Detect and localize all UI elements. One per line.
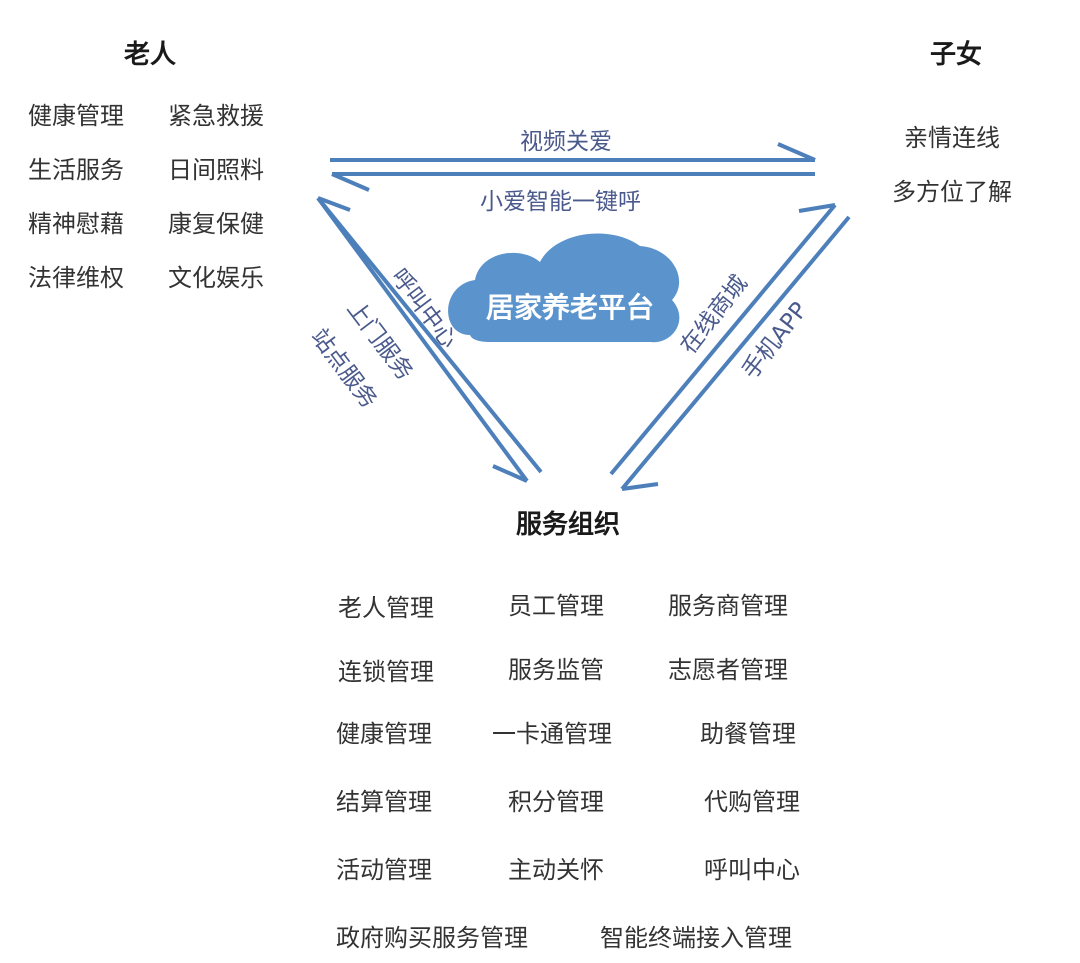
top-arrow-left (331, 172, 815, 192)
elderly-item: 精神慰藉 (28, 210, 124, 238)
elderly-item: 生活服务 (28, 156, 124, 184)
service-org-item: 代购管理 (704, 788, 800, 816)
elderly-item: 康复保健 (168, 210, 264, 238)
service-org-item: 老人管理 (338, 594, 434, 622)
elderly-item: 法律维权 (28, 264, 124, 292)
node-title-elderly: 老人 (124, 40, 177, 70)
cloud-shape (448, 233, 680, 343)
service-org-item: 一卡通管理 (492, 720, 612, 748)
service-org-item: 志愿者管理 (668, 656, 788, 684)
node-title-children: 子女 (930, 40, 983, 70)
edge-label-one-key-call: 小爱智能一键呼 (480, 189, 641, 215)
service-org-item: 结算管理 (336, 788, 432, 816)
children-item: 亲情连线 (904, 124, 1000, 152)
elderly-item: 紧急救援 (168, 102, 264, 130)
right-arrow-up (609, 203, 837, 476)
right-arrow-down (620, 215, 851, 491)
edge-label-video-care: 视频关爱 (520, 129, 612, 155)
left-arrow-up (316, 196, 543, 474)
service-org-item: 政府购买服务管理 (336, 924, 528, 952)
service-org-item: 服务监管 (508, 656, 604, 684)
service-org-item: 活动管理 (336, 856, 432, 884)
service-org-item: 服务商管理 (668, 592, 788, 620)
elderly-item: 日间照料 (168, 156, 264, 184)
service-org-item: 员工管理 (508, 592, 604, 620)
service-org-item: 呼叫中心 (704, 856, 800, 884)
node-title-service-org: 服务组织 (516, 510, 621, 540)
top-arrow-right (330, 142, 816, 162)
service-org-item: 主动关怀 (508, 856, 604, 884)
service-org-item: 智能终端接入管理 (600, 924, 792, 952)
left-arrow-down (316, 196, 529, 483)
service-org-item: 连锁管理 (338, 658, 434, 686)
elderly-item: 文化娱乐 (168, 264, 264, 292)
service-org-item: 健康管理 (336, 720, 432, 748)
service-org-item: 积分管理 (508, 788, 604, 816)
elderly-item: 健康管理 (28, 102, 124, 130)
center-platform-label: 居家养老平台 (486, 291, 655, 324)
service-org-item: 助餐管理 (700, 720, 796, 748)
children-item: 多方位了解 (892, 178, 1012, 206)
